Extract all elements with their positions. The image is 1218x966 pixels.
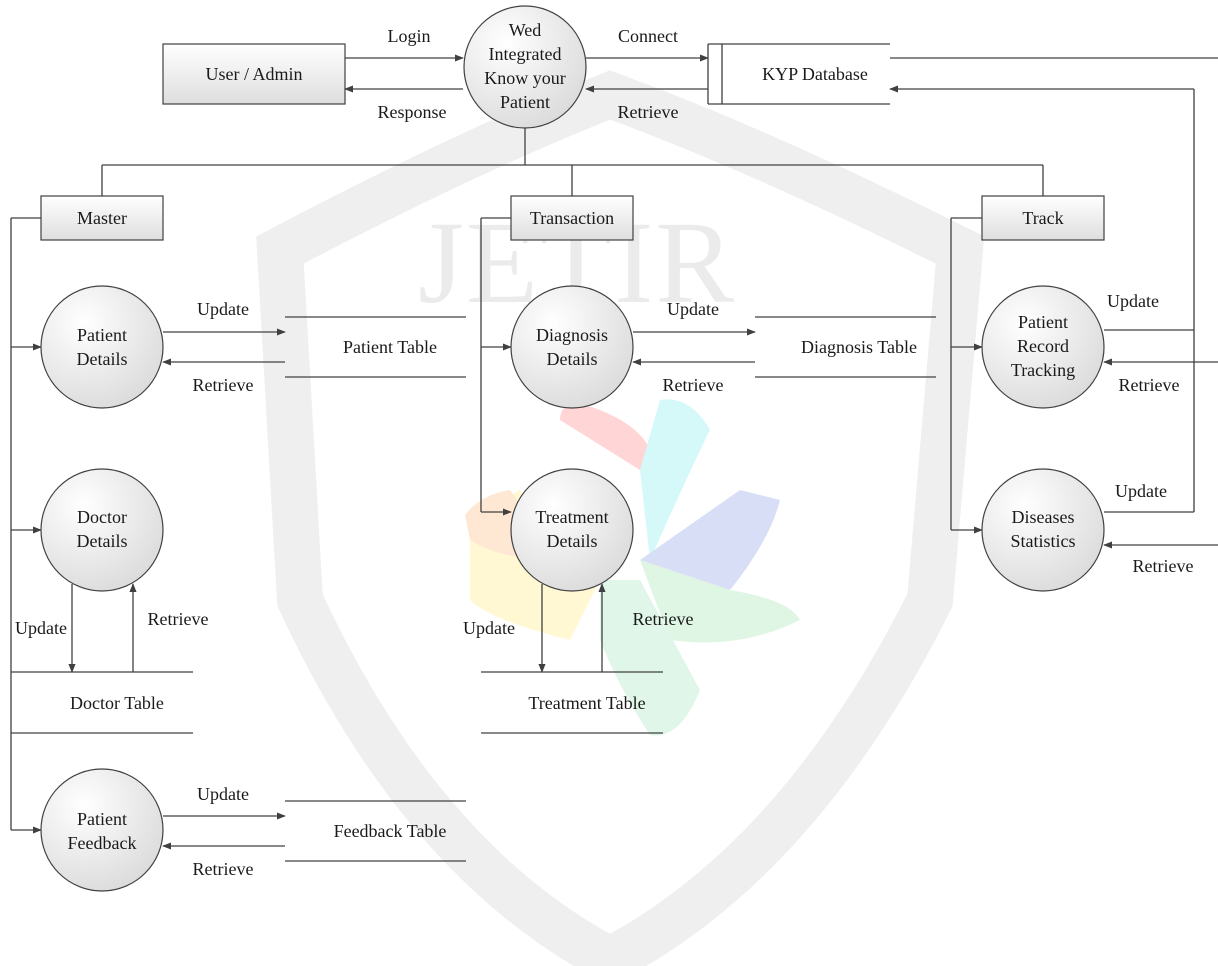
diagnosis-details-line2: Details bbox=[547, 349, 598, 369]
statistics-update-label: Update bbox=[1115, 481, 1167, 501]
patient-details-process: Patient Details bbox=[40, 285, 164, 409]
retrieve-db-label: Retrieve bbox=[618, 102, 679, 122]
system-label-line4: Patient bbox=[500, 92, 550, 112]
patient-record-tracking-process: Patient Record Tracking bbox=[981, 285, 1105, 409]
master-bus bbox=[10, 217, 42, 834]
patient-table-label: Patient Table bbox=[343, 337, 437, 357]
treatment-details-line2: Details bbox=[547, 531, 598, 551]
track-bus bbox=[950, 217, 983, 534]
diseases-statistics-line1: Diseases bbox=[1012, 507, 1075, 527]
transaction-module: Transaction bbox=[510, 195, 634, 241]
top-flows: Login Response Connect Retrieve bbox=[344, 26, 1218, 122]
user-admin-entity: User / Admin bbox=[162, 43, 346, 105]
connect-label: Connect bbox=[618, 26, 678, 46]
diagnosis-table-label: Diagnosis Table bbox=[801, 337, 917, 357]
patient-feedback-line2: Feedback bbox=[68, 833, 137, 853]
doctor-table-label: Doctor Table bbox=[70, 693, 164, 713]
doctor-update-label: Update bbox=[15, 618, 67, 638]
system-label-line3: Know your bbox=[484, 68, 566, 88]
treatment-details-line1: Treatment bbox=[535, 507, 608, 527]
patient-details-line2: Details bbox=[77, 349, 128, 369]
diagnosis-table-store: Diagnosis Table bbox=[755, 316, 936, 378]
treatment-details-process: Treatment Details bbox=[510, 468, 634, 592]
transaction-bus bbox=[480, 217, 512, 516]
diagnosis-details-process: Diagnosis Details bbox=[510, 285, 634, 409]
patient-details-line1: Patient bbox=[77, 325, 127, 345]
system-label-line2: Integrated bbox=[489, 44, 562, 64]
system-label-line1: Wed bbox=[509, 20, 542, 40]
doctor-retrieve-label: Retrieve bbox=[148, 609, 209, 629]
kyp-database-store: KYP Database bbox=[707, 43, 890, 105]
master-label: Master bbox=[77, 208, 127, 228]
doctor-table-store: Doctor Table bbox=[11, 671, 193, 734]
treatment-update-label: Update bbox=[463, 618, 515, 638]
record-tracking-line3: Tracking bbox=[1011, 360, 1075, 380]
record-tracking-line1: Patient bbox=[1018, 312, 1068, 332]
patient-feedback-line1: Patient bbox=[77, 809, 127, 829]
patient-update-label: Update bbox=[197, 299, 249, 319]
doctor-details-line2: Details bbox=[77, 531, 128, 551]
feedback-update-label: Update bbox=[197, 784, 249, 804]
diagnosis-update-label: Update bbox=[667, 299, 719, 319]
module-branch-lines bbox=[101, 128, 1044, 196]
record-retrieve-label: Retrieve bbox=[1119, 375, 1180, 395]
record-tracking-line2: Record bbox=[1017, 336, 1069, 356]
system-process: Wed Integrated Know your Patient bbox=[463, 5, 587, 129]
user-admin-label: User / Admin bbox=[206, 64, 303, 84]
diseases-statistics-process: Diseases Statistics bbox=[981, 468, 1105, 592]
diseases-statistics-line2: Statistics bbox=[1010, 531, 1075, 551]
treatment-table-label: Treatment Table bbox=[528, 693, 645, 713]
statistics-retrieve-label: Retrieve bbox=[1133, 556, 1194, 576]
response-label: Response bbox=[378, 102, 447, 122]
track-db-connector bbox=[889, 85, 1218, 549]
diagnosis-retrieve-label: Retrieve bbox=[663, 375, 724, 395]
transaction-label: Transaction bbox=[530, 208, 614, 228]
doctor-details-line1: Doctor bbox=[77, 507, 127, 527]
kyp-database-label: KYP Database bbox=[762, 64, 868, 84]
treatment-table-store: Treatment Table bbox=[481, 671, 663, 734]
login-label: Login bbox=[388, 26, 431, 46]
feedback-table-store: Feedback Table bbox=[285, 800, 466, 862]
patient-table-store: Patient Table bbox=[285, 316, 466, 378]
track-label: Track bbox=[1022, 208, 1063, 228]
patient-feedback-process: Patient Feedback bbox=[40, 768, 164, 892]
watermark-petals bbox=[465, 399, 800, 736]
feedback-retrieve-label: Retrieve bbox=[193, 859, 254, 879]
record-update-label: Update bbox=[1107, 291, 1159, 311]
treatment-retrieve-label: Retrieve bbox=[633, 609, 694, 629]
master-module: Master bbox=[40, 195, 164, 241]
feedback-table-label: Feedback Table bbox=[334, 821, 447, 841]
patient-retrieve-label: Retrieve bbox=[193, 375, 254, 395]
doctor-details-process: Doctor Details bbox=[40, 468, 164, 592]
track-module: Track bbox=[981, 195, 1105, 241]
diagnosis-details-line1: Diagnosis bbox=[536, 325, 608, 345]
